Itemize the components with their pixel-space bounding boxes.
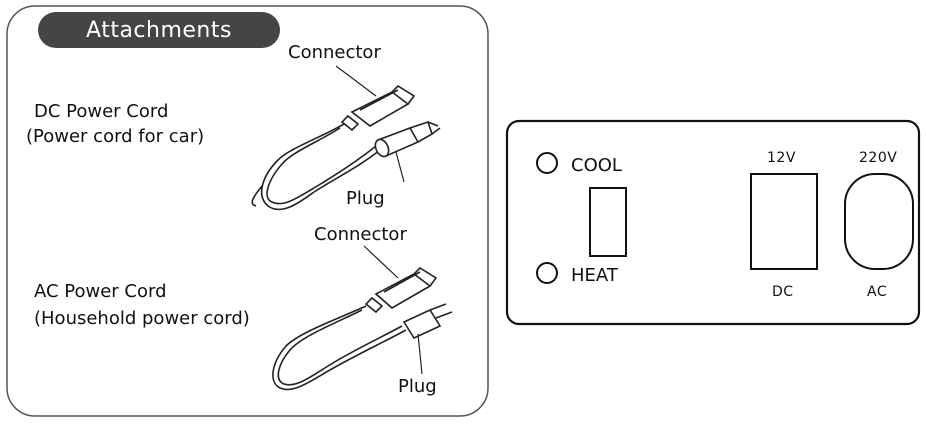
cool-label: COOL	[571, 155, 622, 176]
ac-power-cord-illustration	[272, 245, 453, 391]
attachments-frame	[6, 5, 489, 417]
dc-voltage-label: 12V	[767, 150, 796, 166]
ac-voltage-label: 220V	[859, 150, 898, 166]
ac-power-cord-name: AC Power Cord	[34, 281, 167, 302]
dc-power-cord-illustration	[251, 65, 441, 211]
dc-socket-label: DC	[772, 284, 794, 300]
heat-indicator-light	[536, 262, 558, 284]
cool-heat-rocker-switch[interactable]	[589, 187, 627, 257]
ac-connector-label: Connector	[314, 224, 407, 245]
ac-socket-label: AC	[867, 284, 888, 300]
ac-power-cord-subtitle: (Household power cord)	[34, 308, 250, 329]
ac-plug-drawing	[402, 308, 442, 340]
ac-plug-label: Plug	[398, 376, 437, 397]
attachments-title-tab	[38, 12, 280, 48]
ac-220v-socket[interactable]	[844, 173, 914, 270]
dc-power-cord-name: DC Power Cord	[34, 101, 169, 122]
dc-power-cord-subtitle: (Power cord for car)	[26, 126, 205, 147]
dc-12v-socket[interactable]	[750, 173, 818, 270]
dc-connector-label: Connector	[288, 42, 381, 63]
cool-indicator-light	[536, 152, 558, 174]
control-panel-frame	[505, 119, 921, 326]
attachments-title: Attachments	[86, 17, 232, 43]
dc-plug-label: Plug	[346, 188, 385, 209]
heat-label: HEAT	[571, 265, 618, 286]
